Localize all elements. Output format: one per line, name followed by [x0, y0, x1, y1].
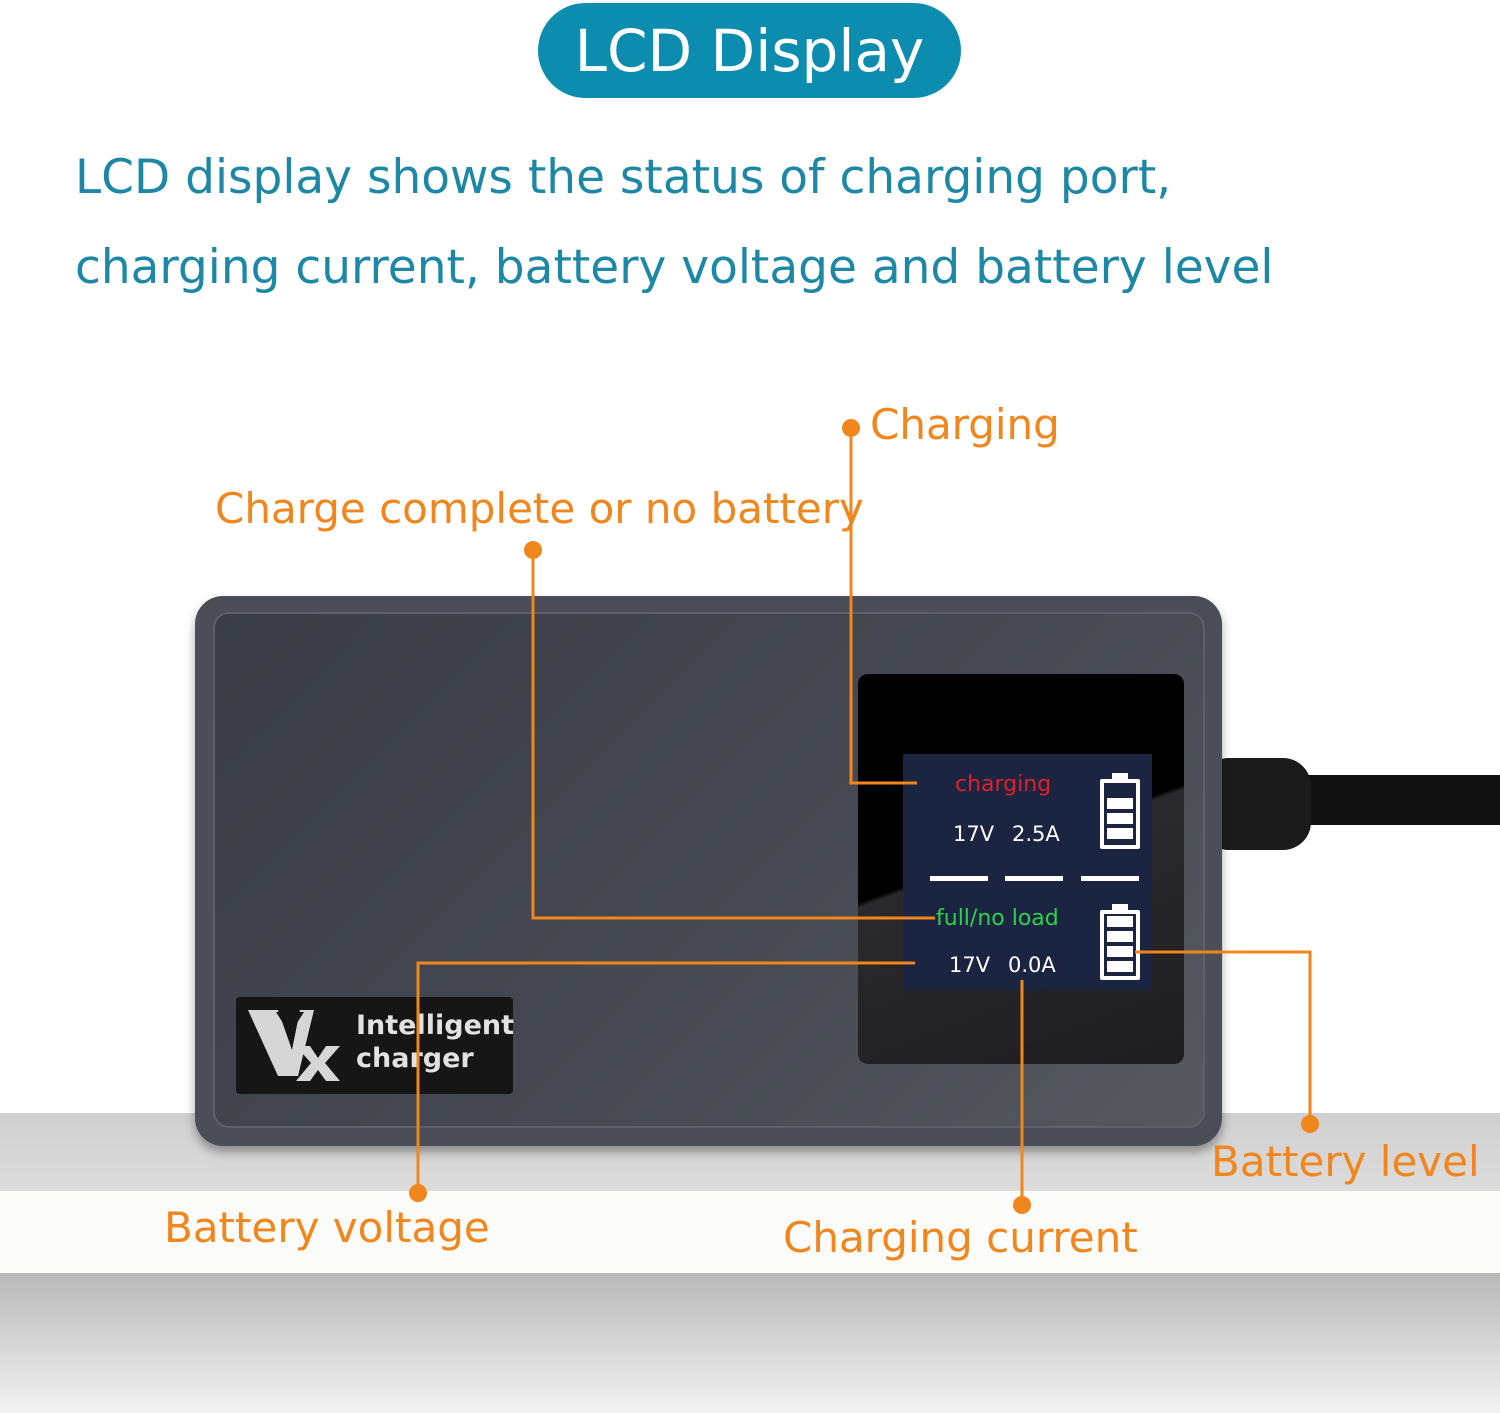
- callout-dot: [1301, 1115, 1319, 1133]
- callout-dot: [409, 1184, 427, 1202]
- port1-current: 2.5A: [1012, 822, 1060, 846]
- brand-text-line-1: Intelligent: [356, 1010, 515, 1041]
- callout-dot: [1013, 1196, 1031, 1214]
- port2-battery-icon: [1100, 904, 1140, 980]
- cable-strain-relief: [1215, 758, 1311, 850]
- divider-dash: [930, 876, 988, 881]
- floor-shadow: [0, 1273, 1500, 1413]
- divider-dash: [1081, 876, 1139, 881]
- callout-dot: [842, 419, 860, 437]
- description-line-1: LCD display shows the status of charging…: [75, 150, 1172, 205]
- port1-status: charging: [955, 772, 1052, 797]
- port2-voltage: 17V: [949, 953, 991, 977]
- callout-dot: [524, 541, 542, 559]
- port2-status: full/no load: [936, 906, 1059, 931]
- callout-charging: Charging: [870, 400, 1060, 449]
- title-badge: LCD Display: [538, 3, 961, 98]
- callout-charge-complete: Charge complete or no battery: [215, 484, 864, 533]
- callout-battery-voltage: Battery voltage: [164, 1203, 490, 1252]
- port2-current: 0.0A: [1008, 953, 1056, 977]
- brand-text-line-2: charger: [356, 1043, 474, 1074]
- callout-battery-level: Battery level: [1211, 1137, 1480, 1186]
- divider-dash: [1005, 876, 1063, 881]
- callout-charging-current: Charging current: [783, 1213, 1138, 1262]
- floor-edge: [0, 1191, 1500, 1273]
- port1-voltage: 17V: [953, 822, 995, 846]
- description-line-2: charging current, battery voltage and ba…: [75, 240, 1274, 295]
- port1-battery-icon: [1100, 773, 1140, 849]
- page-title: LCD Display: [574, 16, 925, 85]
- brand-logo: [248, 1006, 343, 1097]
